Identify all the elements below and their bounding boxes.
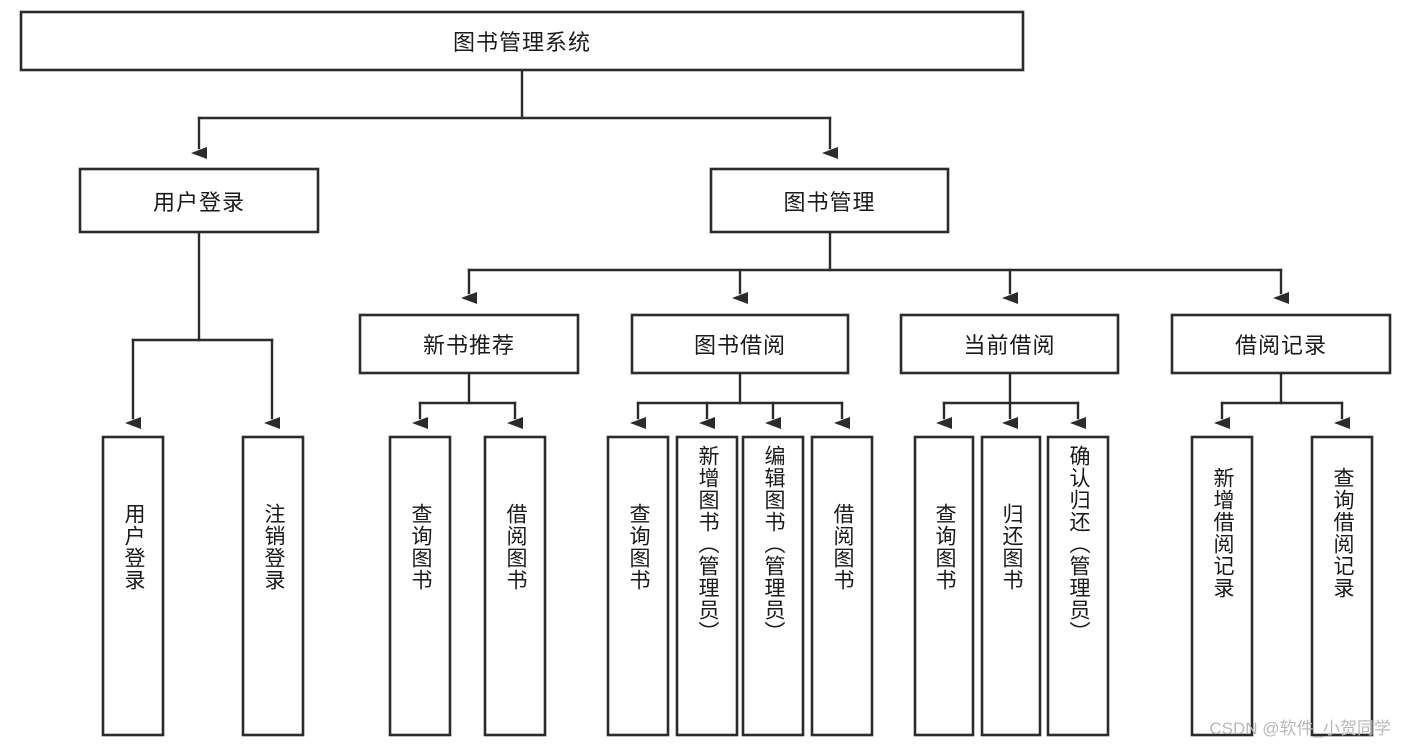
- node-box-leaf-edit-book[interactable]: [741, 435, 805, 737]
- node-box-current-borrow[interactable]: [899, 313, 1120, 375]
- node-box-leaf-query-book-3[interactable]: [913, 435, 975, 737]
- node-box-leaf-query-book-1[interactable]: [388, 435, 452, 737]
- node-box-leaf-add-record[interactable]: [1190, 435, 1254, 737]
- node-box-leaf-add-book[interactable]: [675, 435, 739, 737]
- node-box-book-management[interactable]: [709, 167, 950, 234]
- node-box-leaf-query-record[interactable]: [1310, 435, 1374, 737]
- node-box-borrow-record[interactable]: [1170, 313, 1392, 375]
- node-box-leaf-confirm-return[interactable]: [1046, 435, 1110, 737]
- node-box-leaf-return-book[interactable]: [980, 435, 1042, 737]
- node-box-leaf-logout[interactable]: [241, 435, 305, 737]
- node-box-leaf-query-book-2[interactable]: [606, 435, 670, 737]
- node-box-leaf-borrow-book-1[interactable]: [483, 435, 547, 737]
- node-box-leaf-user-login[interactable]: [101, 435, 165, 737]
- node-box-root[interactable]: [19, 10, 1025, 72]
- node-box-book-borrow[interactable]: [630, 313, 850, 375]
- node-box-user-login[interactable]: [78, 167, 320, 234]
- node-box-leaf-borrow-book-2[interactable]: [810, 435, 874, 737]
- node-box-new-book-recommend[interactable]: [358, 313, 580, 375]
